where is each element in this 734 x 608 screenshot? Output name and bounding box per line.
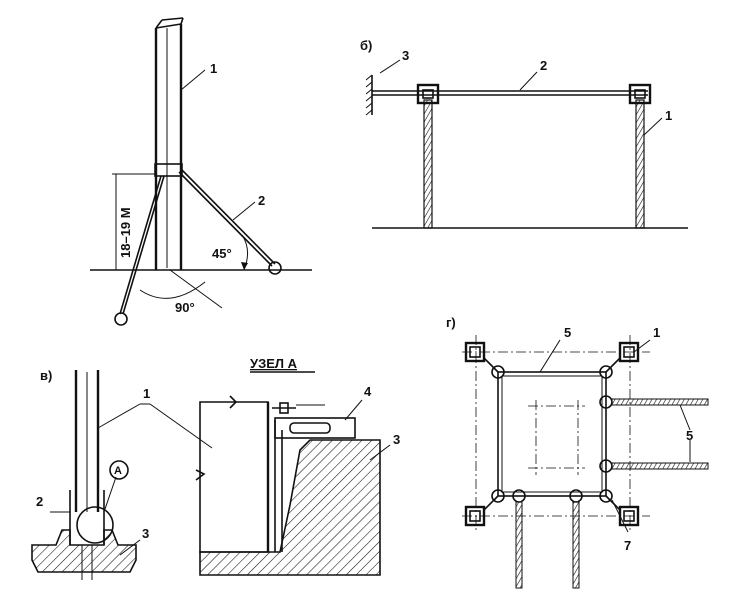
angle-90-arc <box>139 281 206 299</box>
callout-1: 1 <box>210 61 217 76</box>
figure-g-plan: г) <box>446 315 709 589</box>
node-a-title: УЗЕЛ А <box>250 356 298 371</box>
callout-5-right: 5 <box>686 428 693 443</box>
clamp-bracket <box>274 417 356 439</box>
callout-5-top: 5 <box>564 325 571 340</box>
concrete-footing <box>31 529 137 573</box>
cable-right-lower <box>611 462 709 470</box>
wall-anchor <box>365 74 373 116</box>
height-dimension <box>112 173 156 270</box>
plan-reference-line <box>169 269 223 309</box>
post-cap-right <box>628 83 652 105</box>
figure-v-letter: в) <box>40 368 52 383</box>
footing-section <box>199 439 381 576</box>
guy-right <box>178 169 282 275</box>
angle-45-label: 45° <box>212 246 232 261</box>
callout-3: 3 <box>402 48 409 63</box>
figure-b-letter: б) <box>360 38 372 53</box>
callout-1: 1 <box>665 108 672 123</box>
callout-7: 7 <box>624 538 631 553</box>
callout-2-leader <box>232 201 256 221</box>
frame-outer <box>497 371 607 497</box>
height-dimension-label: 18–19 М <box>118 207 133 258</box>
callout-3: 3 <box>142 526 149 541</box>
post-cap-left <box>416 83 440 105</box>
callout-4: 4 <box>364 384 372 399</box>
node-a-detail: УЗЕЛ А 4 3 <box>195 356 400 576</box>
guy-left <box>114 175 165 326</box>
corner-post-tl <box>464 341 486 363</box>
cable-down-right <box>572 501 580 589</box>
post-left <box>423 99 433 229</box>
mast-section <box>199 401 269 553</box>
callout-1: 1 <box>143 386 150 401</box>
corner-post-tr <box>618 341 640 363</box>
mast-column <box>154 17 184 270</box>
callout-1-leader <box>180 69 206 91</box>
clamp-insert <box>289 422 331 434</box>
callout-2: 2 <box>258 193 265 208</box>
callout-2: 2 <box>540 58 547 73</box>
node-marker: A <box>114 465 122 477</box>
corner-post-bl <box>464 505 486 527</box>
cable-right-upper <box>611 398 709 406</box>
figure-v-foundation: в) A 1 2 3 <box>31 368 213 580</box>
figure-g-letter: г) <box>446 315 456 330</box>
figure-a-mast: 18–19 М 45° 90° 1 2 <box>90 17 312 326</box>
callout-3: 3 <box>393 432 400 447</box>
detail-circle <box>76 506 114 544</box>
callout-2: 2 <box>36 494 43 509</box>
node-marker-circle <box>109 460 129 480</box>
figure-b-span: б) 3 2 1 <box>360 38 688 229</box>
angle-90-label: 90° <box>175 300 195 315</box>
post-right <box>635 99 645 229</box>
cable-down-left <box>515 501 523 589</box>
callout-1: 1 <box>653 325 660 340</box>
